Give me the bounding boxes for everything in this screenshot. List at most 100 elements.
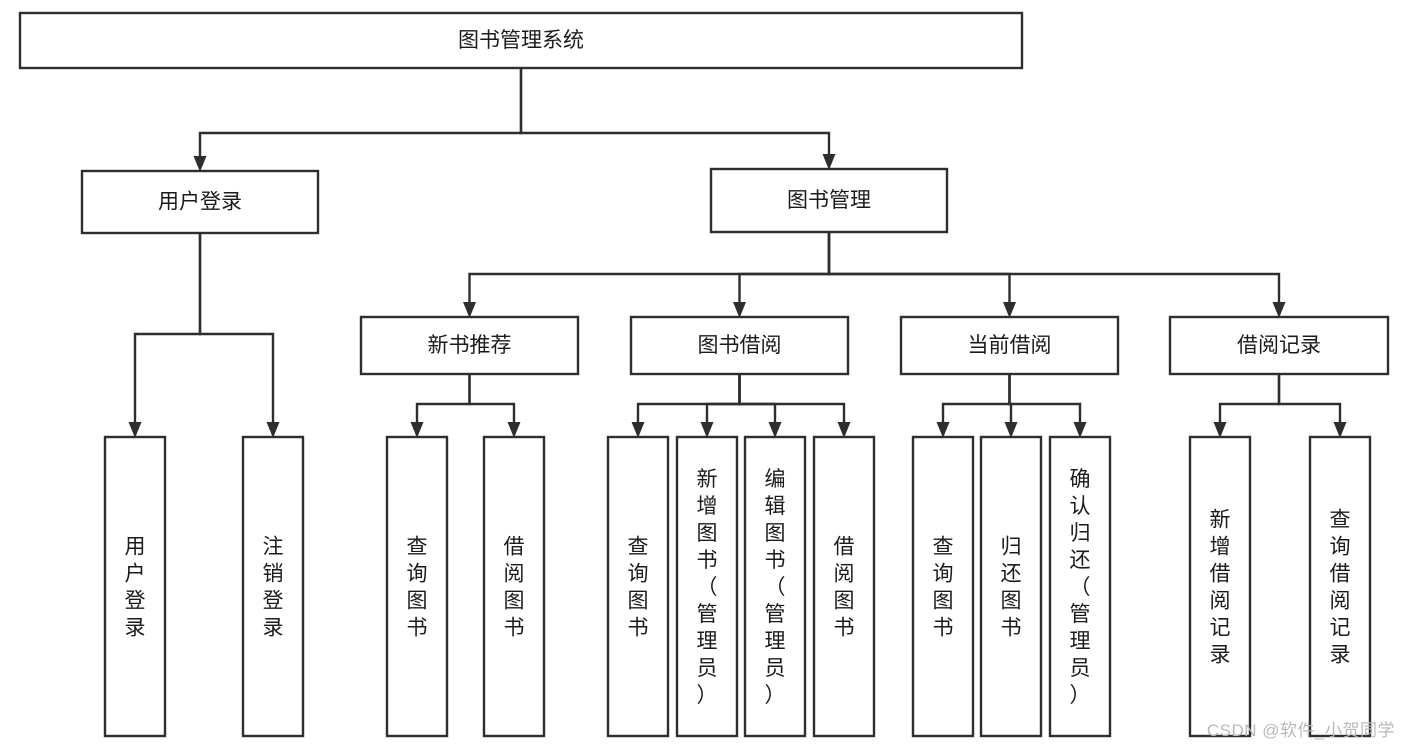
- node-box[interactable]: [1308, 435, 1372, 738]
- arrow-head-icon: [631, 422, 645, 438]
- node-label: 借阅图书: [504, 536, 525, 640]
- node-f6-新增图书管理员[interactable]: 新增图书（管理员）: [675, 435, 739, 738]
- connector-m2-to-s2: [733, 232, 831, 318]
- node-label: 图书管理系统: [458, 29, 584, 52]
- node-f2-注销登录[interactable]: 注销登录: [241, 435, 305, 738]
- node-box[interactable]: [103, 435, 167, 738]
- arrow-head-icon: [936, 422, 950, 438]
- arrow-head-icon: [733, 302, 746, 318]
- arrow-head-icon: [822, 154, 836, 170]
- node-label: 查询图书: [933, 536, 954, 640]
- arrow-head-icon: [1073, 422, 1087, 438]
- node-box[interactable]: [675, 435, 739, 738]
- node-f12-新增借阅记录[interactable]: 新增借阅记录: [1188, 435, 1252, 738]
- node-box[interactable]: [18, 11, 1024, 70]
- node-box[interactable]: [979, 435, 1043, 738]
- node-label: 确认归还（管理员）: [1070, 468, 1091, 707]
- arrow-head-icon: [1004, 422, 1018, 438]
- node-box[interactable]: [629, 315, 850, 376]
- node-s1-新书推荐[interactable]: 新书推荐: [359, 315, 580, 376]
- node-label: 查询图书: [628, 536, 649, 640]
- node-label: 编辑图书（管理员）: [765, 468, 786, 707]
- connector-s3-to-f9: [936, 374, 1011, 438]
- arrow-head-icon: [266, 422, 280, 438]
- node-f1-用户登录[interactable]: 用户登录: [103, 435, 167, 738]
- node-label: 借阅图书: [834, 536, 855, 640]
- node-layer: 图书管理系统用户登录图书管理新书推荐图书借阅当前借阅借阅记录用户登录注销登录查询…: [18, 11, 1390, 738]
- node-box[interactable]: [911, 435, 975, 738]
- arrow-head-icon: [1003, 302, 1016, 318]
- node-label: 用户登录: [158, 191, 242, 214]
- node-label: 图书借阅: [698, 334, 782, 357]
- node-box[interactable]: [709, 167, 949, 234]
- connector-m1-to-f2: [198, 233, 280, 438]
- connector-s2-to-f8: [738, 374, 851, 438]
- connector-s4-to-f13: [1277, 374, 1347, 438]
- arrow-head-icon: [463, 302, 476, 318]
- connector-s3-to-f10: [1004, 374, 1018, 438]
- connector-s1-to-f4: [468, 374, 521, 438]
- node-label: 图书管理: [787, 189, 871, 212]
- node-box[interactable]: [743, 435, 807, 738]
- node-box[interactable]: [1048, 435, 1112, 738]
- node-label: 用户登录: [125, 536, 146, 640]
- arrow-head-icon: [1213, 422, 1227, 438]
- node-s3-当前借阅[interactable]: 当前借阅: [899, 315, 1120, 376]
- arrow-head-icon: [837, 422, 851, 438]
- node-f7-编辑图书管理员[interactable]: 编辑图书（管理员）: [743, 435, 807, 738]
- node-box[interactable]: [606, 435, 670, 738]
- node-label: 借阅记录: [1237, 334, 1321, 357]
- node-box[interactable]: [80, 169, 320, 235]
- arrow-head-icon: [1272, 302, 1286, 318]
- connector-s2-to-f7: [738, 374, 782, 438]
- node-box[interactable]: [1188, 435, 1252, 738]
- connector-s1-to-f3: [410, 374, 471, 438]
- node-f11-确认归还管理员[interactable]: 确认归还（管理员）: [1048, 435, 1112, 738]
- node-box[interactable]: [1168, 315, 1390, 376]
- arrow-head-icon: [507, 422, 521, 438]
- node-label: 当前借阅: [968, 334, 1052, 357]
- arrow-head-icon: [700, 422, 714, 438]
- connector-m1-to-f1: [128, 233, 202, 438]
- node-box[interactable]: [482, 435, 546, 738]
- node-f5-查询图书[interactable]: 查询图书: [606, 435, 670, 738]
- node-f10-归还图书[interactable]: 归还图书: [979, 435, 1043, 738]
- connector-s2-to-f5: [631, 374, 741, 438]
- node-s4-借阅记录[interactable]: 借阅记录: [1168, 315, 1390, 376]
- node-label: 查询借阅记录: [1330, 509, 1351, 667]
- node-root-图书管理系统[interactable]: 图书管理系统: [18, 11, 1024, 70]
- node-label: 新书推荐: [428, 334, 512, 357]
- arrow-head-icon: [410, 422, 424, 438]
- node-f4-借阅图书[interactable]: 借阅图书: [482, 435, 546, 738]
- node-label: 新增图书（管理员）: [697, 468, 718, 707]
- connector-s4-to-f12: [1213, 374, 1281, 438]
- node-label: 查询图书: [407, 536, 428, 640]
- connector-root-to-m1: [193, 68, 523, 172]
- connector-m2-to-s4: [827, 232, 1286, 318]
- node-box[interactable]: [359, 315, 580, 376]
- node-box[interactable]: [812, 435, 876, 738]
- watermark-text: CSDN @软件_小贺同学: [1206, 721, 1395, 740]
- connector-layer: [128, 68, 1347, 438]
- node-s2-图书借阅[interactable]: 图书借阅: [629, 315, 850, 376]
- node-f8-借阅图书[interactable]: 借阅图书: [812, 435, 876, 738]
- node-f13-查询借阅记录[interactable]: 查询借阅记录: [1308, 435, 1372, 738]
- node-label: 新增借阅记录: [1210, 509, 1231, 667]
- node-label: 注销登录: [263, 536, 284, 640]
- node-m1-用户登录[interactable]: 用户登录: [80, 169, 320, 235]
- node-label: 归还图书: [1001, 536, 1022, 640]
- node-box[interactable]: [241, 435, 305, 738]
- arrow-head-icon: [128, 422, 142, 438]
- connector-root-to-m2: [519, 68, 836, 170]
- arrow-head-icon: [768, 422, 782, 438]
- node-box[interactable]: [385, 435, 449, 738]
- connector-s3-to-f11: [1008, 374, 1087, 438]
- node-f9-查询图书[interactable]: 查询图书: [911, 435, 975, 738]
- connector-s2-to-f6: [700, 374, 741, 438]
- node-f3-查询图书[interactable]: 查询图书: [385, 435, 449, 738]
- node-box[interactable]: [899, 315, 1120, 376]
- arrow-head-icon: [193, 156, 207, 172]
- node-m2-图书管理[interactable]: 图书管理: [709, 167, 949, 234]
